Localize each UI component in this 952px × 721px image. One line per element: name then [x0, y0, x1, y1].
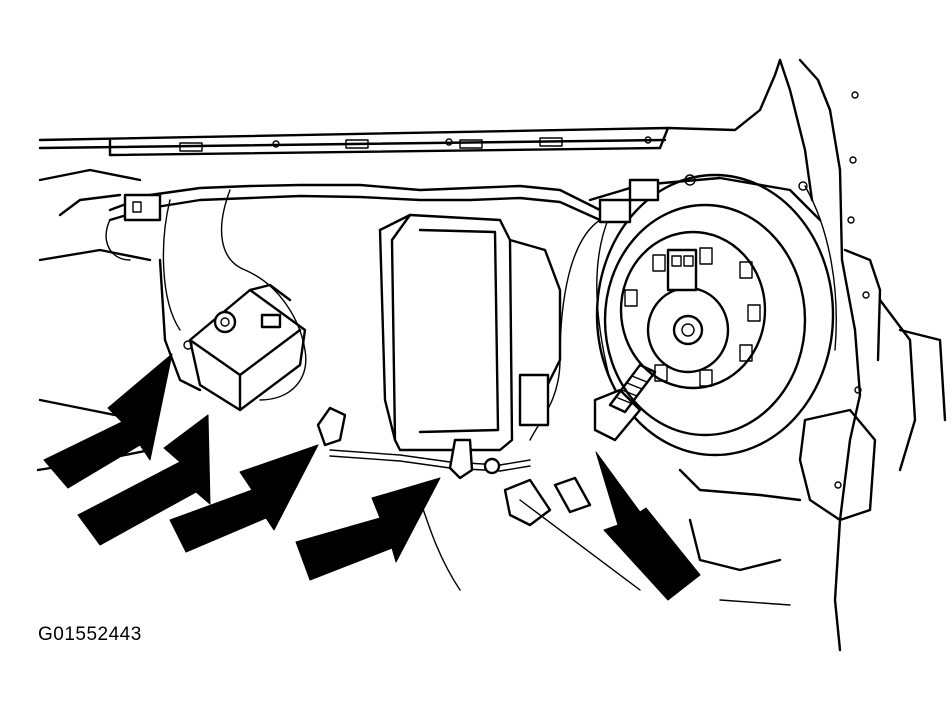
hvac-housing: [158, 213, 562, 452]
blower-motor: [588, 173, 835, 457]
a-pillar: [778, 58, 947, 652]
arrow-1: [43, 353, 173, 489]
mode-door-actuator: [183, 283, 307, 412]
floor-lines: [419, 468, 802, 606]
callout-arrows: [43, 353, 701, 601]
arrow-4: [295, 477, 441, 581]
arrow-3: [169, 444, 319, 553]
wire-harness: [105, 178, 837, 472]
arrow-2: [77, 414, 211, 546]
arrow-5: [595, 451, 701, 601]
figure-id-label: G01552443: [38, 624, 142, 645]
dash-panel: [38, 58, 782, 157]
